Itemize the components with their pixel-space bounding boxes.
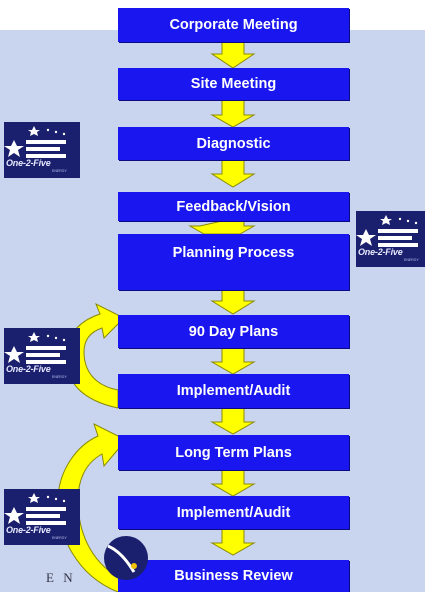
logo-text: One-2-Five — [358, 247, 403, 257]
step-site-meeting: Site Meeting — [118, 68, 349, 100]
partner-logo-text: E N — [46, 570, 76, 585]
logo-text: One-2-Five — [6, 525, 51, 535]
step-corporate-meeting: Corporate Meeting — [118, 8, 349, 42]
down-arrow-4 — [188, 220, 256, 235]
step-diagnostic: Diagnostic — [118, 127, 349, 160]
down-arrow-7 — [210, 407, 256, 435]
step-implement-audit-1: Implement/Audit — [118, 374, 349, 408]
one-2-five-logo: One-2-Five ENERGY — [4, 328, 80, 384]
down-arrow-5 — [210, 289, 256, 315]
partner-logo-icon — [104, 536, 148, 580]
logo-subtext: ENERGY — [52, 536, 67, 540]
down-arrow-2 — [210, 99, 256, 128]
logo-emblem-icon — [4, 489, 80, 545]
down-arrow-1 — [210, 41, 256, 69]
logo-emblem-icon — [4, 328, 80, 384]
down-arrow-9 — [210, 528, 256, 556]
step-business-review: Business Review — [118, 560, 349, 592]
step-implement-audit-2: Implement/Audit — [118, 496, 349, 529]
one-2-five-logo: One-2-Five ENERGY — [356, 211, 425, 267]
step-long-term-plans: Long Term Plans — [118, 435, 349, 470]
logo-text: One-2-Five — [6, 158, 51, 168]
step-planning-process: Planning Process — [118, 234, 349, 290]
step-90-day-plans: 90 Day Plans — [118, 315, 349, 348]
down-arrow-3 — [210, 159, 256, 188]
one-2-five-logo: One-2-Five ENERGY — [4, 122, 80, 178]
one-2-five-logo: One-2-Five ENERGY — [4, 489, 80, 545]
down-arrow-8 — [210, 469, 256, 497]
logo-emblem-icon — [356, 211, 425, 267]
logo-subtext: ENERGY — [52, 375, 67, 379]
logo-subtext: ENERGY — [52, 169, 67, 173]
logo-text: One-2-Five — [6, 364, 51, 374]
down-arrow-6 — [210, 347, 256, 375]
step-feedback-vision: Feedback/Vision — [118, 192, 349, 221]
logo-emblem-icon — [4, 122, 80, 178]
logo-subtext: ENERGY — [404, 258, 419, 262]
